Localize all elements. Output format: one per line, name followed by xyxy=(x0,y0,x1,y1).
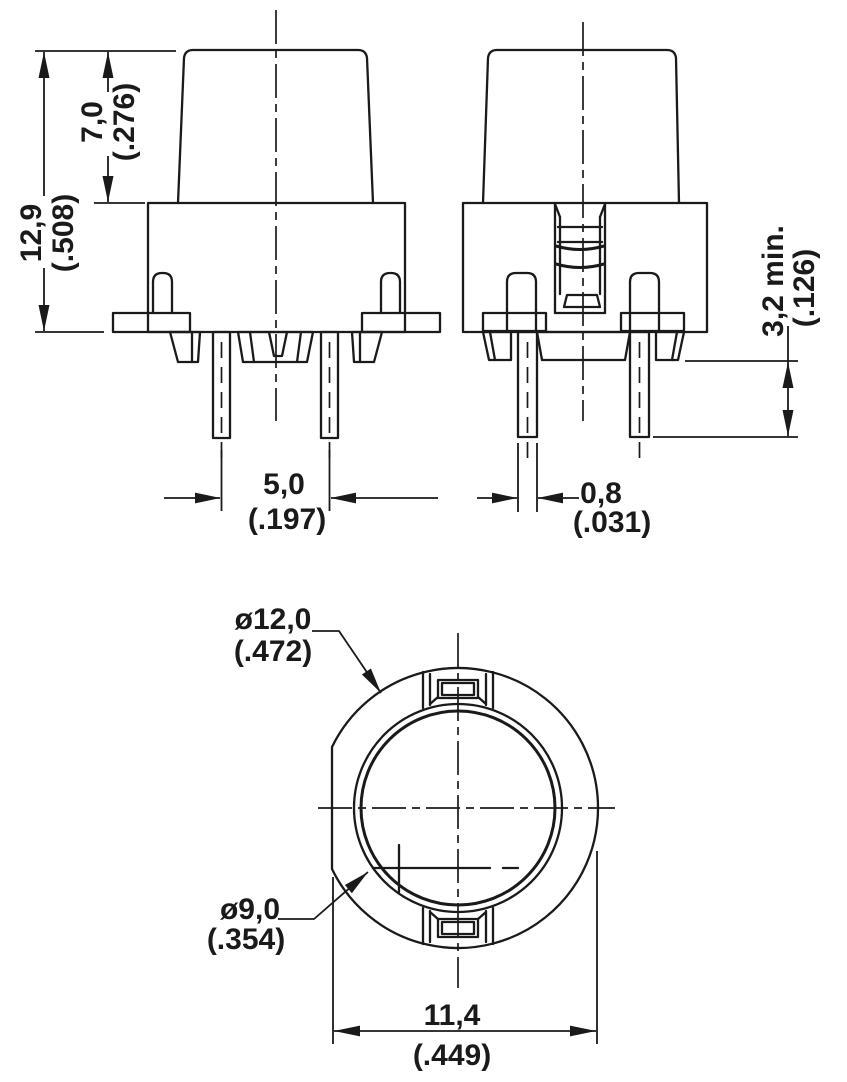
front-cap-outline xyxy=(176,48,375,205)
top-button-rim-inner xyxy=(359,709,557,907)
dim-standoff-mm: 3,2 min. xyxy=(757,225,790,337)
front-left-ear xyxy=(111,311,192,334)
side-dimensions: 0,8 (.031) 3,2 min. (.126) xyxy=(477,225,821,539)
side-cap-outline xyxy=(481,48,681,205)
button-diameter-leader xyxy=(278,871,369,920)
arrow-right xyxy=(570,1025,596,1037)
side-left-lead xyxy=(516,330,539,439)
arrow-left xyxy=(334,1025,360,1037)
side-feet xyxy=(481,330,686,362)
side-right-ear xyxy=(619,311,686,333)
arrow-leader xyxy=(344,872,368,894)
arrow-up xyxy=(38,52,50,78)
dim-cap-height-mm: 7,0 xyxy=(76,101,109,143)
top-key-tab-upper xyxy=(421,670,495,710)
side-view: 0,8 (.031) 3,2 min. (.126) xyxy=(461,22,821,539)
arrow-down xyxy=(102,176,114,202)
side-left-ear xyxy=(481,311,548,333)
dim-total-height-in: (.508) xyxy=(47,194,80,272)
top-key-tab-lower xyxy=(421,906,495,946)
dim-button-diameter-in: (.354) xyxy=(207,923,285,956)
outer-diameter-leader xyxy=(312,630,382,694)
arrow-leader xyxy=(361,668,381,693)
front-left-peg xyxy=(151,271,174,315)
side-right-lead xyxy=(628,330,651,439)
dim-total-height-mm: 12,9 xyxy=(15,204,48,262)
front-right-lead xyxy=(319,330,340,440)
dim-outer-diameter-mm: ø12,0 xyxy=(235,603,312,636)
top-button-rim-outer xyxy=(352,702,564,914)
dim-outer-diameter-in: (.472) xyxy=(234,635,312,668)
front-right-ear xyxy=(360,311,442,334)
arrow-left xyxy=(537,492,563,504)
dim-pin-spacing-mm: 5,0 xyxy=(263,468,305,501)
arrow-left xyxy=(330,492,356,504)
dim-pin-thickness-in: (.031) xyxy=(573,506,651,539)
side-stem-slot xyxy=(553,202,607,315)
arrow-down xyxy=(38,305,50,331)
top-dimensions: ø12,0 (.472) ø9,0 (.354) 11,4 (.449) xyxy=(207,603,598,1072)
arrow-up xyxy=(102,52,114,78)
front-view: 12,9 (.508) 7,0 (.276) 5,0 (.197) xyxy=(15,10,442,536)
front-dimensions: 12,9 (.508) 7,0 (.276) 5,0 (.197) xyxy=(15,50,438,536)
dim-pin-thickness-mm: 0,8 xyxy=(580,477,622,510)
dim-body-width-in: (.449) xyxy=(413,1039,491,1072)
arrow-right xyxy=(195,492,221,504)
dim-pin-spacing-in: (.197) xyxy=(248,503,326,536)
arrow-up xyxy=(782,362,794,388)
top-view: ø12,0 (.472) ø9,0 (.354) 11,4 (.449) xyxy=(207,603,615,1072)
front-right-peg xyxy=(379,271,402,315)
arrow-down xyxy=(782,410,794,436)
top-inner-index-lines xyxy=(371,843,520,894)
front-feet xyxy=(168,330,384,364)
side-right-peg xyxy=(628,271,661,334)
dim-body-width-mm: 11,4 xyxy=(424,999,481,1032)
front-left-lead xyxy=(211,330,232,440)
arrow-right xyxy=(492,492,518,504)
dim-button-diameter-mm: ø9,0 xyxy=(220,893,280,926)
side-left-peg xyxy=(505,271,538,334)
dim-standoff-in: (.126) xyxy=(788,249,821,327)
dim-cap-height-in: (.276) xyxy=(108,83,141,161)
